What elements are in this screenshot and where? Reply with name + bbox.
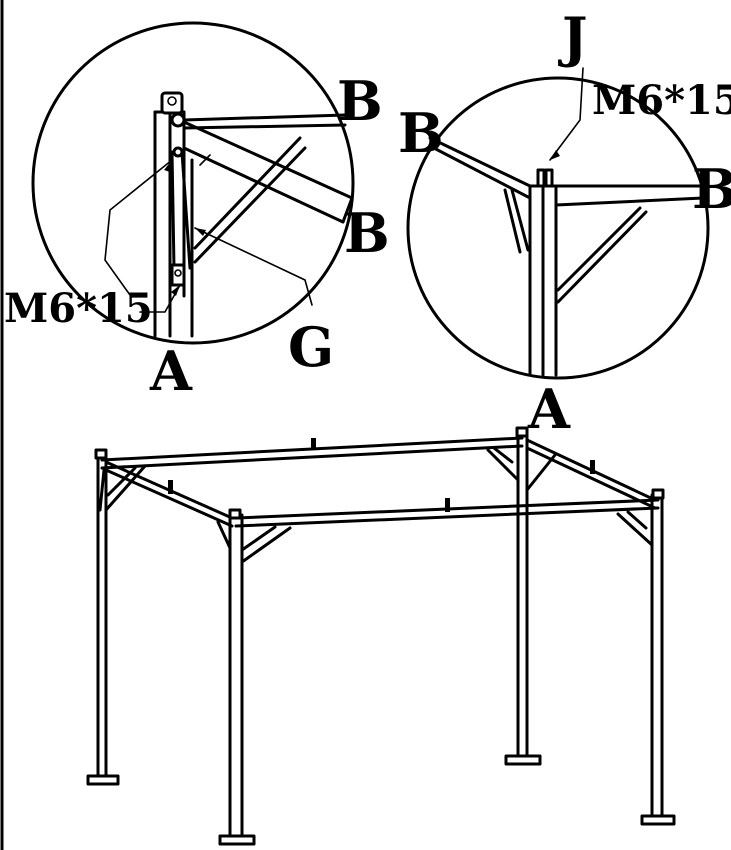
beam-left: [104, 460, 234, 528]
foot-plate-back-left: [86, 774, 120, 786]
left-top-pin: [160, 91, 184, 115]
beam-right: [525, 438, 657, 510]
left-label-side-beam: B: [344, 201, 390, 265]
right-right-beam: [554, 184, 705, 207]
beam-front: [234, 498, 660, 528]
right-detail-circle: [406, 76, 710, 380]
right-label-right-beam: B: [692, 157, 731, 221]
beam-back: [100, 436, 524, 470]
right-label-pin: J: [558, 5, 588, 69]
post-back-right: [504, 430, 542, 766]
left-diagonal-beam: [182, 120, 354, 224]
foot-plate-back-right: [504, 754, 542, 766]
left-label-screw: M6*15: [4, 285, 153, 332]
foot-plate-front-left: [218, 834, 256, 846]
right-pin-leader: [549, 67, 584, 161]
left-brace: [170, 146, 192, 287]
post-front-left: [218, 513, 256, 846]
left-brace-leader: [194, 227, 313, 306]
right-detail: J M6*15 B B A: [398, 5, 731, 441]
right-back-brace: [556, 206, 648, 304]
left-label-brace: G: [288, 315, 334, 379]
right-post: [528, 184, 558, 377]
gazebo-frame: [86, 426, 676, 846]
left-label-post: A: [149, 339, 193, 403]
left-back-strut: [193, 136, 307, 264]
left-label-top-beam: B: [337, 69, 383, 133]
left-screw-leader-upper: [104, 159, 173, 296]
left-top-beam: [182, 113, 347, 130]
left-detail: B B M6*15 G A: [4, 21, 390, 403]
right-top-pin: [536, 168, 554, 188]
left-detail-circle: [31, 21, 355, 345]
right-label-post: A: [527, 377, 571, 441]
post-back-left: [86, 453, 120, 786]
right-leaders: [549, 67, 584, 161]
corner-braces: [98, 446, 654, 564]
right-label-screw: M6*15: [592, 77, 731, 124]
left-leaders: [104, 159, 313, 313]
top-pins: [94, 426, 665, 520]
left-bolt-head: [170, 112, 186, 128]
right-left-beam: [428, 136, 532, 254]
foot-plate-front-right: [640, 814, 676, 826]
right-label-left-beam: B: [398, 101, 444, 165]
post-front-right: [640, 493, 676, 826]
